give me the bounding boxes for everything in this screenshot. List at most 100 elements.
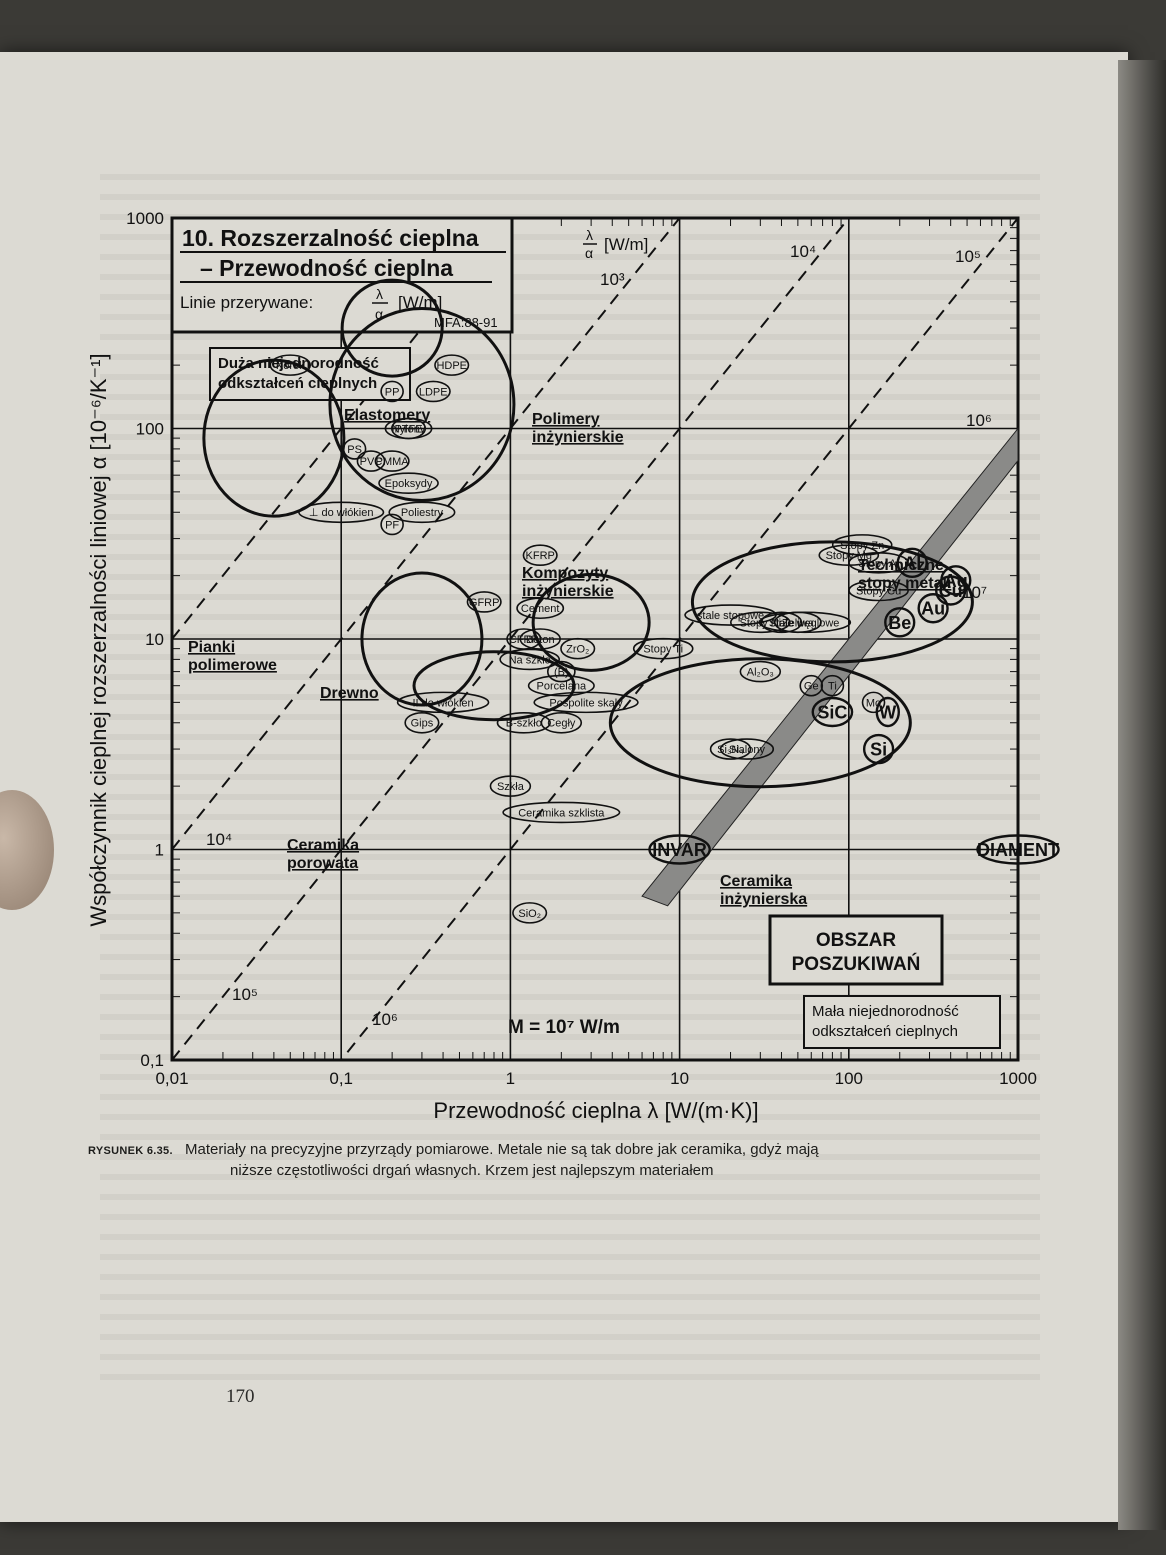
material-bubble-porcelana xyxy=(527,674,595,697)
material-label-be: Be xyxy=(888,613,911,633)
material-label-epoksydy: Epoksydy xyxy=(385,478,433,490)
material-label-pf: PF xyxy=(385,519,399,531)
material-bubble-pospolite-skały xyxy=(533,691,639,714)
family-label-polimery-inżynierskie: inżynierskie xyxy=(532,429,624,446)
material-label-ti: Ti xyxy=(828,681,837,693)
material-label-kfrp: KFRP xyxy=(526,550,555,562)
material-bubble-poliestry xyxy=(388,501,456,524)
source-tag: MFA:88-91 xyxy=(434,315,498,330)
material-bubble-be xyxy=(884,607,916,638)
material-label-stopy-ti: Stopy Ti xyxy=(643,644,683,656)
material-bubble-ldpe xyxy=(415,380,451,403)
family-label-kompozyty-inżynierskie: inżynierskie xyxy=(522,583,614,600)
material-bubble-pvc xyxy=(356,450,386,472)
material-bubble-stopy-ni xyxy=(730,611,791,634)
x-tick-label: 1 xyxy=(506,1069,515,1088)
material-label-zro: ZrO₂ xyxy=(566,644,589,656)
material-label-hdpe: HDPE xyxy=(436,360,467,372)
low-distortion-line2: odkształceń cieplnych xyxy=(812,1023,958,1040)
material-label-invar: INVAR xyxy=(652,840,707,860)
material-label-sialony: Sialony xyxy=(729,744,766,756)
material-label-pmma: PMMA xyxy=(376,456,410,468)
material-bubble-al xyxy=(896,547,928,579)
material-bubble-au xyxy=(917,593,949,624)
lambda-symbol: λ xyxy=(376,286,383,302)
guide-line-label: 10⁶ xyxy=(372,1010,398,1029)
ratio-alpha: α xyxy=(585,245,593,261)
material-label-sic: SiC xyxy=(817,702,847,722)
guide-line-label: 10⁴ xyxy=(206,830,232,849)
high-distortion-line2: odkształceń cieplnych xyxy=(218,375,377,392)
material-label-al: Al xyxy=(903,553,921,573)
material-label-pospolite-skały: Pospolite skały xyxy=(549,697,623,709)
y-tick-label: 0,1 xyxy=(140,1051,164,1070)
ratio-unit: [W/m] xyxy=(604,235,648,254)
x-tick-label: 0,1 xyxy=(329,1069,353,1088)
material-label-cu: Cu xyxy=(939,581,963,601)
material-label-diament: DIAMENT xyxy=(977,840,1059,860)
family-envelope-kompozyty-inżynierskie xyxy=(531,572,651,672)
material-label-ldpe: LDPE xyxy=(419,386,448,398)
material-bubble-pmma xyxy=(374,450,410,472)
material-bubble-kfrp xyxy=(522,544,558,567)
chart-title-line1: 10. Rozszerzalność cieplna xyxy=(182,225,479,251)
material-label-si-n: Si₃N₄ xyxy=(717,744,744,756)
material-label-al-o: Al₂O₃ xyxy=(747,667,774,679)
material-label-gfrp: GFRP xyxy=(469,597,500,609)
caption-line1: Materiały na precyzyjne przyrządy pomiar… xyxy=(184,1141,819,1158)
material-label-stopy-al: Stopy Al xyxy=(858,558,898,570)
family-envelope-techniczne-stopy-metali xyxy=(690,540,974,664)
page-number: 170 xyxy=(226,1386,255,1407)
material-bubble-stopy-ti xyxy=(632,637,694,660)
material-label-szkła: Szkła xyxy=(497,781,525,793)
family-label-pianki-polimerowe: polimerowe xyxy=(188,657,277,674)
material-label-na-szkło: Na szkło xyxy=(509,654,551,666)
material-label-żeliwa: Żeliwa xyxy=(782,616,815,629)
material-bubble-mo xyxy=(861,691,886,714)
material-label-pp: PP xyxy=(385,386,400,398)
x-tick-label: 10 xyxy=(670,1069,689,1088)
guide-line-note: Linie przerywane: xyxy=(180,293,313,312)
family-envelope-ceramika-porowata xyxy=(412,650,576,722)
material-label-porcelana: Porcelana xyxy=(537,681,587,693)
family-label-drewno: Drewno xyxy=(320,685,379,702)
family-label-ceramika-inżynierska: inżynierska xyxy=(720,891,807,908)
guide-line-label: 10⁵ xyxy=(955,247,981,266)
material-label-au: Au xyxy=(921,599,945,619)
material-bubble-stale-węglowe xyxy=(758,611,852,634)
material-bubble-b xyxy=(546,660,576,683)
caption-line2: niższe częstotliwości drgań własnych. Kr… xyxy=(230,1162,714,1179)
figure-caption: RYSUNEK 6.35. Materiały na precyzyjne pr… xyxy=(88,1140,1048,1180)
family-label-pianki-polimerowe: Pianki xyxy=(188,639,235,656)
figure-number: RYSUNEK 6.35. xyxy=(88,1145,173,1157)
merit-band-label: M = 10⁷ W/m xyxy=(508,1017,620,1038)
material-bubble-stopy-mg xyxy=(818,544,880,567)
material-bubble-cement xyxy=(516,597,565,620)
material-label-cegły: Cegły xyxy=(547,718,576,730)
family-label-ceramika-porowata: porowata xyxy=(287,855,358,872)
material-label-stopy-ni: Stopy Ni xyxy=(740,617,782,629)
material-bubble-gips xyxy=(404,711,440,734)
guide-line xyxy=(172,218,681,851)
search-region-box xyxy=(768,914,944,986)
material-bubble-pf xyxy=(380,513,404,536)
search-region-line2: POSZUKIWAŃ xyxy=(792,953,921,975)
family-envelope-drewno xyxy=(360,571,484,707)
material-bubble-ti xyxy=(820,674,845,697)
family-label-ceramika-inżynierska: Ceramika xyxy=(720,873,792,890)
material-bubble-korek xyxy=(269,354,312,376)
material-label-b-szkło: B-szkło xyxy=(506,718,542,730)
material-bubble-diament xyxy=(976,834,1060,865)
guide-lines xyxy=(172,218,1018,1060)
material-bubble-stopy-al xyxy=(848,552,909,574)
material-bubble-sialony xyxy=(719,738,775,760)
material-bubble-gfrp xyxy=(466,591,502,613)
material-label-sio: SiO₂ xyxy=(518,908,541,920)
y-tick-label: 1000 xyxy=(126,209,164,228)
material-label-do-włókien: ⊥ do włókien xyxy=(309,507,374,519)
material-bubble-si xyxy=(862,733,895,765)
x-tick-label: 0,01 xyxy=(155,1069,188,1088)
